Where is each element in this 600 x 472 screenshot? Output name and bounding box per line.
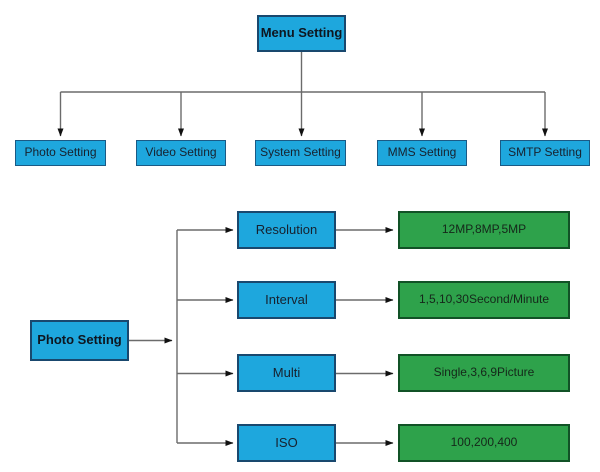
- node-iso-label: ISO: [275, 434, 298, 450]
- value-multi-options-label: Single,3,6,9Picture: [433, 365, 535, 380]
- value-resolution-options: 12MP,8MP,5MP: [398, 211, 570, 249]
- node-smtp-setting-label: SMTP Setting: [508, 145, 582, 160]
- node-system-setting-label: System Setting: [260, 145, 341, 160]
- value-multi-options: Single,3,6,9Picture: [398, 354, 570, 392]
- node-video-setting-label: Video Setting: [145, 145, 217, 160]
- node-system-setting: System Setting: [255, 140, 346, 166]
- value-interval-options: 1,5,10,30Second/Minute: [398, 281, 570, 319]
- node-menu-setting-label: Menu Setting: [260, 25, 343, 41]
- node-interval-label: Interval: [265, 291, 308, 307]
- value-iso-options-label: 100,200,400: [450, 435, 518, 450]
- node-resolution: Resolution: [237, 211, 336, 249]
- node-photo-setting-root: Photo Setting: [30, 320, 129, 361]
- node-resolution-label: Resolution: [255, 221, 318, 237]
- node-photo-setting-label: Photo Setting: [24, 145, 97, 160]
- node-multi-label: Multi: [272, 364, 301, 380]
- node-photo-setting: Photo Setting: [15, 140, 106, 166]
- value-interval-options-label: 1,5,10,30Second/Minute: [418, 292, 550, 307]
- node-mms-setting-label: MMS Setting: [387, 145, 457, 160]
- node-mms-setting: MMS Setting: [377, 140, 467, 166]
- node-interval: Interval: [237, 281, 336, 319]
- node-iso: ISO: [237, 424, 336, 462]
- node-video-setting: Video Setting: [136, 140, 226, 166]
- value-resolution-options-label: 12MP,8MP,5MP: [441, 222, 527, 237]
- value-iso-options: 100,200,400: [398, 424, 570, 462]
- node-menu-setting: Menu Setting: [257, 15, 346, 52]
- node-multi: Multi: [237, 354, 336, 392]
- node-smtp-setting: SMTP Setting: [500, 140, 590, 166]
- node-photo-setting-root-label: Photo Setting: [37, 332, 122, 348]
